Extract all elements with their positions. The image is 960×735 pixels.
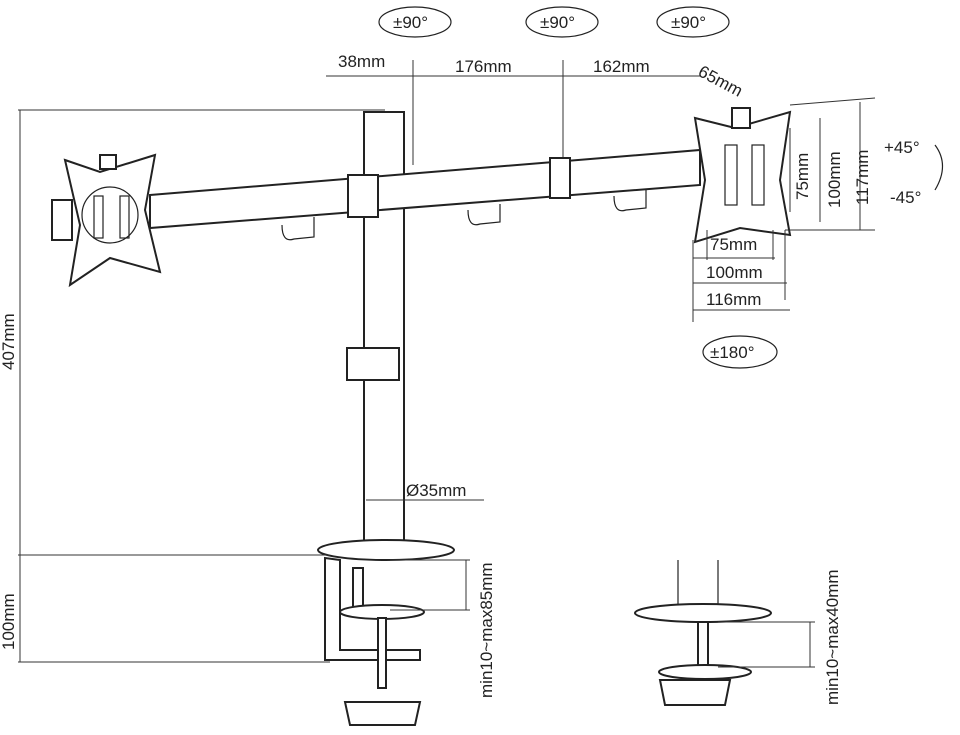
rotation-badge-left: ±90°: [378, 6, 452, 38]
arm-offset-label: 38mm: [338, 52, 385, 71]
vesa-h116-label: 116mm: [706, 290, 761, 309]
arm: [149, 148, 701, 241]
vesa-h75-label: 75mm: [710, 235, 757, 254]
vesa-v100-label: 100mm: [825, 151, 844, 208]
arm-segment1-label: 176mm: [455, 57, 512, 76]
rotation-badge-middle: ±90°: [525, 6, 599, 38]
tilt-up-label: +45°: [884, 138, 920, 157]
clamp-height-label: 100mm: [0, 593, 18, 650]
swivel-badge: ±180°: [702, 335, 778, 369]
vesa-v75-label: 75mm: [793, 153, 812, 200]
pole-diameter-label: Ø35mm: [406, 481, 466, 500]
arm-head-label: 65mm: [695, 62, 746, 101]
clamp-range-label: min10~max85mm: [477, 562, 496, 698]
vesa-v117-label: 117mm: [853, 150, 872, 205]
svg-text:±180°: ±180°: [710, 343, 755, 362]
svg-text:±90°: ±90°: [671, 13, 706, 32]
rotation-badge-right: ±90°: [656, 6, 730, 38]
arm-segment2-label: 162mm: [593, 57, 650, 76]
vesa-plate-right: [693, 107, 792, 244]
svg-text:±90°: ±90°: [393, 13, 428, 32]
vesa-plate-left: [51, 153, 162, 288]
pole-height-label: 407mm: [0, 313, 18, 370]
grommet-mount: [634, 560, 772, 706]
grommet-range-label: min10~max40mm: [823, 569, 842, 705]
desk-clamp: [317, 539, 455, 726]
tilt-down-label: -45°: [890, 188, 921, 207]
vesa-h100-label: 100mm: [706, 263, 763, 282]
svg-text:±90°: ±90°: [540, 13, 575, 32]
